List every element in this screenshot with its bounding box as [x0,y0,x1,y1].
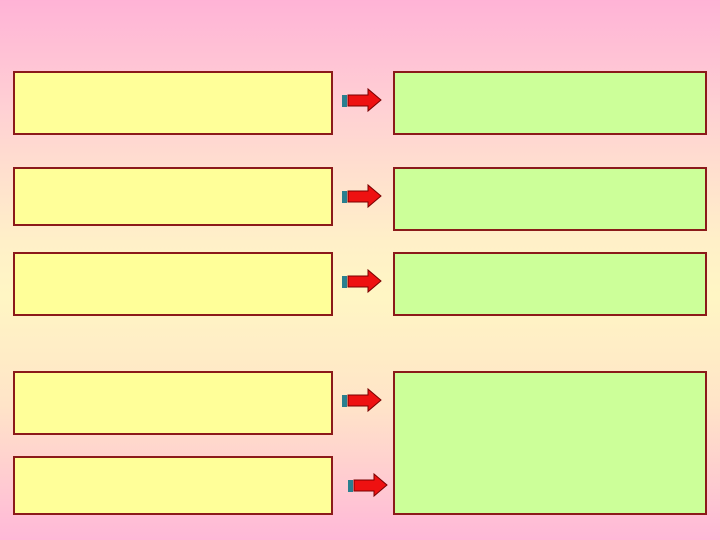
right-box-3 [393,252,707,316]
left-box-2 [13,167,333,226]
right-box-2 [393,167,707,231]
right-arrow-icon [342,387,382,413]
left-box-3 [13,252,333,316]
right-arrow-icon [342,183,382,209]
left-box-1 [13,71,333,135]
right-box-4 [393,371,707,515]
left-box-5 [13,456,333,515]
left-box-4 [13,371,333,435]
right-arrow-icon [342,87,382,113]
right-box-1 [393,71,707,135]
right-arrow-icon [348,472,388,498]
right-arrow-icon [342,268,382,294]
